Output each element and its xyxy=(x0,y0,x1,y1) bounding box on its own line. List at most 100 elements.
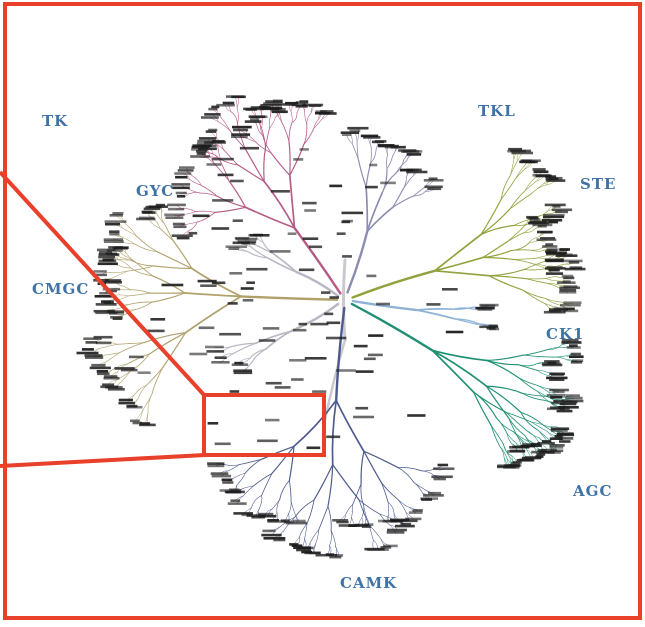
tree-branch xyxy=(387,156,393,169)
tree-branch xyxy=(295,500,314,517)
leaf-label-mark xyxy=(560,403,577,406)
tree-branch xyxy=(269,118,275,129)
leaf-label-mark xyxy=(341,221,350,224)
leaf-label-mark xyxy=(534,171,549,174)
tree-branch xyxy=(134,302,152,310)
tree-branch xyxy=(487,355,524,360)
leaf-label-mark xyxy=(262,530,275,533)
tree-branch xyxy=(246,207,295,228)
tree-branch xyxy=(366,187,367,231)
leaf-label-mark xyxy=(530,218,540,221)
leaf-label-mark xyxy=(310,323,328,326)
tree-branch xyxy=(229,130,245,149)
leaf-label-mark xyxy=(246,268,267,271)
tree-branch xyxy=(297,272,339,296)
tree-branch xyxy=(289,502,291,514)
leaf-label-mark xyxy=(543,216,564,219)
tree-branch xyxy=(358,159,366,187)
leaf-label-mark xyxy=(339,524,360,527)
tree-branch xyxy=(511,250,530,251)
tree-branch xyxy=(259,496,262,509)
tree-branch xyxy=(289,141,290,175)
leaf-label-mark xyxy=(162,284,184,287)
leaf-label-mark xyxy=(316,554,338,557)
leaf-label-mark xyxy=(172,187,190,190)
leaf-label-mark xyxy=(192,146,210,149)
leaf-label-mark xyxy=(222,481,233,484)
tree-branch xyxy=(538,386,549,393)
leaf-label-mark xyxy=(560,407,570,410)
leaf-label-mark xyxy=(230,180,244,183)
tree-branch xyxy=(307,113,311,124)
leaf-label-mark xyxy=(537,442,555,445)
leaf-label-mark xyxy=(173,223,185,226)
leaf-label-mark xyxy=(176,192,187,195)
leaf-label-mark xyxy=(250,234,270,237)
leaf-label-mark xyxy=(549,378,564,381)
tree-branch xyxy=(218,197,246,208)
leaf-label-mark xyxy=(366,275,376,278)
leaf-label-mark xyxy=(177,195,185,198)
leaf-label-mark xyxy=(363,136,380,139)
leaf-label-mark xyxy=(369,164,377,167)
leaf-label-mark xyxy=(326,436,340,439)
leaf-label-mark xyxy=(179,166,195,169)
tree-branch xyxy=(515,169,525,180)
leaf-label-mark xyxy=(105,223,120,226)
leaf-label-mark xyxy=(321,291,330,294)
leaf-label-mark xyxy=(566,394,580,397)
leaf-label-mark xyxy=(115,246,129,249)
tree-branch xyxy=(359,500,380,514)
leaf-label-mark xyxy=(229,272,242,275)
leaf-label-mark xyxy=(549,269,560,272)
leaf-label-mark xyxy=(156,204,165,207)
tree-branch xyxy=(501,176,510,199)
tree-branch xyxy=(291,304,338,331)
tree-branch xyxy=(487,360,519,377)
leaf-label-mark xyxy=(336,369,356,372)
tree-branch xyxy=(143,394,153,411)
leaf-label-mark xyxy=(200,284,216,287)
tree-branch xyxy=(435,271,489,276)
tree-branch xyxy=(128,293,150,296)
leaf-label-mark xyxy=(99,251,112,254)
tree-branch xyxy=(388,502,394,513)
leaf-label-mark xyxy=(497,466,516,469)
leaf-label-mark xyxy=(94,270,107,273)
tree-branch xyxy=(483,258,513,260)
tree-branch xyxy=(130,290,149,293)
leaf-label-mark xyxy=(168,208,184,211)
leaf-label-mark xyxy=(569,261,579,264)
leaf-label-mark xyxy=(312,390,326,393)
family-label-ck1: CK1 xyxy=(546,325,584,343)
leaf-label-mark xyxy=(546,260,564,263)
leaf-label-mark xyxy=(242,242,256,245)
leaf-label-mark xyxy=(263,327,280,330)
leaf-label-mark xyxy=(201,116,219,119)
leaf-label-mark xyxy=(565,268,586,271)
tree-branch xyxy=(351,505,352,518)
leaf-label-mark xyxy=(275,386,291,389)
leaf-label-mark xyxy=(85,354,103,357)
leaf-label-mark xyxy=(555,435,563,438)
leaf-label-mark xyxy=(553,205,561,208)
leaf-label-mark xyxy=(365,186,378,189)
leaf-label-mark xyxy=(104,375,118,378)
tree-branch xyxy=(416,309,452,310)
leaf-label-mark xyxy=(549,177,563,180)
leaf-label-mark xyxy=(190,155,210,158)
tree-branch xyxy=(184,209,196,212)
leaf-label-mark xyxy=(215,356,227,359)
leaf-label-mark xyxy=(102,383,114,386)
leaf-label-mark xyxy=(324,313,333,316)
tree-branch xyxy=(282,122,289,141)
leaf-label-mark xyxy=(557,281,576,284)
leaf-label-mark xyxy=(559,287,580,290)
leaf-label-mark xyxy=(376,303,390,306)
tree-branch xyxy=(523,393,545,400)
leaf-label-mark xyxy=(233,219,243,222)
leaf-label-mark xyxy=(212,199,233,202)
leaf-label-mark xyxy=(220,489,242,492)
leaf-label-mark xyxy=(427,188,441,191)
leaf-label-mark xyxy=(565,397,582,400)
